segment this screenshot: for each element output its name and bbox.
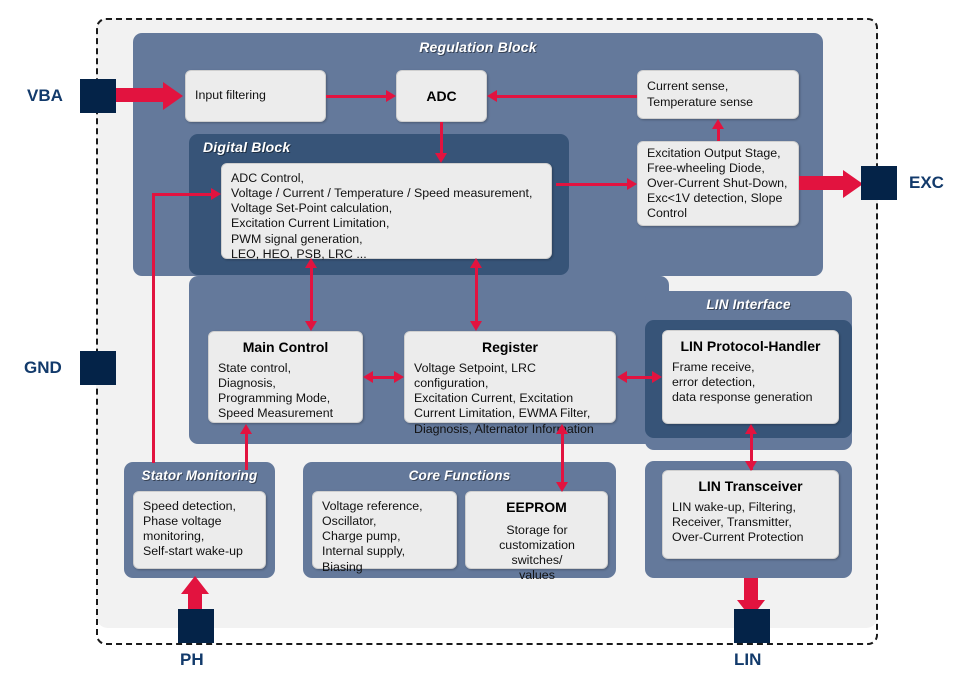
- power-arrow-exc-shaft: [799, 176, 843, 190]
- arrowhead-linhandler-right: [652, 371, 662, 383]
- arrowhead-stator-to-maincontrol: [240, 424, 252, 434]
- box-digital-block-functions-text: ADC Control, Voltage / Current / Tempera…: [231, 171, 533, 261]
- box-eeprom[interactable]: EEPROM Storage for customization switche…: [465, 491, 608, 582]
- box-lin-protocol-handler-title: LIN Protocol-Handler: [680, 338, 821, 354]
- connector-adc-to-digitalblock: [440, 122, 443, 153]
- connector-inputfilter-to-adc: [326, 95, 386, 98]
- box-excitation-output-stage-text: Excitation Output Stage, Free-wheeling D…: [647, 145, 788, 221]
- connector-stator-to-maincontrol: [245, 432, 248, 470]
- connector-digitalblock-to-maincontrol: [310, 264, 313, 327]
- box-input-filtering-text: Input filtering: [195, 88, 266, 103]
- pin-gnd[interactable]: [80, 351, 116, 385]
- box-current-temperature-sense-text: Current sense, Temperature sense: [647, 79, 754, 109]
- pin-lin-label: LIN: [734, 650, 762, 669]
- pin-vba[interactable]: [80, 79, 116, 113]
- box-current-temperature-sense[interactable]: Current sense, Temperature sense: [637, 70, 799, 119]
- arrowhead-maincontrol-up: [305, 258, 317, 268]
- connector-digitalblock-to-excitation: [556, 183, 627, 186]
- box-main-control-title: Main Control: [242, 339, 329, 355]
- box-excitation-output-stage[interactable]: Excitation Output Stage, Free-wheeling D…: [637, 141, 799, 226]
- pin-ph-label: PH: [180, 650, 204, 669]
- group-regulation-block-title: Regulation Block: [419, 39, 537, 55]
- arrowhead-stator-to-digitalblock: [211, 188, 221, 200]
- connector-lintransceiver-to-linhandler: [750, 432, 753, 470]
- connector-maincontrol-to-register: [372, 376, 396, 379]
- arrowhead-register-down: [470, 321, 482, 331]
- power-arrow-vba-head: [163, 82, 183, 110]
- power-arrow-vba-shaft: [107, 88, 163, 102]
- box-input-filtering[interactable]: Input filtering: [185, 70, 326, 122]
- box-eeprom-title: EEPROM: [506, 499, 567, 515]
- pin-gnd-label: GND: [24, 358, 62, 377]
- arrowhead-linhandler-up: [745, 424, 757, 434]
- box-stator-monitoring-functions-text: Speed detection, Phase voltage monitorin…: [143, 499, 243, 559]
- box-core-functions-list-text: Voltage reference, Oscillator, Charge pu…: [322, 499, 423, 574]
- connector-corefunctions-to-register: [561, 430, 564, 488]
- arrowhead-maincontrol-down: [305, 321, 317, 331]
- box-main-control-text: State control, Diagnosis, Programming Mo…: [218, 361, 334, 421]
- box-register-title: Register: [481, 339, 539, 355]
- box-adc[interactable]: ADC: [396, 70, 487, 122]
- pin-vba-label: VBA: [27, 86, 63, 105]
- arrowhead-sense-to-adc: [487, 90, 497, 102]
- power-arrow-ph-head: [181, 576, 209, 594]
- arrowhead-adc-to-digitalblock: [435, 153, 447, 163]
- arrowhead-lintransceiver-down: [745, 461, 757, 471]
- group-digital-block-title: Digital Block: [203, 139, 291, 155]
- package-boundary: [96, 18, 878, 645]
- box-lin-protocol-handler-text: Frame receive, error detection, data res…: [672, 360, 813, 405]
- arrowhead-register-left: [617, 371, 627, 383]
- box-digital-block-functions[interactable]: ADC Control, Voltage / Current / Tempera…: [221, 163, 552, 261]
- pin-ph[interactable]: [178, 609, 214, 643]
- box-adc-title: ADC: [426, 88, 457, 104]
- arrowhead-corefunctions-up: [556, 424, 568, 434]
- arrowhead-maincontrol-left: [363, 371, 373, 383]
- power-arrow-exc-head: [843, 170, 863, 198]
- group-core-functions-title: Core Functions: [408, 468, 511, 483]
- box-stator-monitoring-functions[interactable]: Speed detection, Phase voltage monitorin…: [133, 491, 266, 569]
- arrowhead-digitalblock-to-excitation: [627, 178, 637, 190]
- arrowhead-register-right: [394, 371, 404, 383]
- pin-exc-label: EXC: [909, 173, 944, 192]
- connector-stator-to-digitalblock-vertical: [152, 193, 155, 463]
- box-lin-protocol-handler[interactable]: LIN Protocol-Handler Frame receive, erro…: [662, 330, 839, 424]
- box-lin-transceiver-text: LIN wake-up, Filtering, Receiver, Transm…: [672, 500, 804, 545]
- box-register[interactable]: Register Voltage Setpoint, LRC configura…: [404, 331, 616, 436]
- connector-register-to-linhandler: [626, 376, 654, 379]
- arrowhead-register-up: [470, 258, 482, 268]
- pin-lin[interactable]: [734, 609, 770, 643]
- arrowhead-excitation-to-sense: [712, 119, 724, 129]
- arrowhead-corefunctions-down: [556, 482, 568, 492]
- group-lin-interface-title: LIN Interface: [706, 297, 791, 312]
- group-stator-monitoring-title: Stator Monitoring: [141, 468, 258, 483]
- arrowhead-inputfilter-to-adc: [386, 90, 396, 102]
- connector-digitalblock-to-register: [475, 264, 478, 327]
- connector-excitation-to-sense: [717, 128, 720, 141]
- pin-exc[interactable]: [861, 166, 897, 200]
- box-eeprom-text: Storage for customization switches/ valu…: [499, 523, 575, 583]
- box-core-functions-list[interactable]: Voltage reference, Oscillator, Charge pu…: [312, 491, 457, 574]
- connector-sense-to-adc: [497, 95, 637, 98]
- box-lin-transceiver-title: LIN Transceiver: [698, 478, 803, 494]
- box-lin-transceiver[interactable]: LIN Transceiver LIN wake-up, Filtering, …: [662, 470, 839, 559]
- box-register-text: Voltage Setpoint, LRC configuration, Exc…: [414, 361, 594, 436]
- box-main-control[interactable]: Main Control State control, Diagnosis, P…: [208, 331, 363, 423]
- connector-stator-to-digitalblock-horizontal: [152, 193, 212, 196]
